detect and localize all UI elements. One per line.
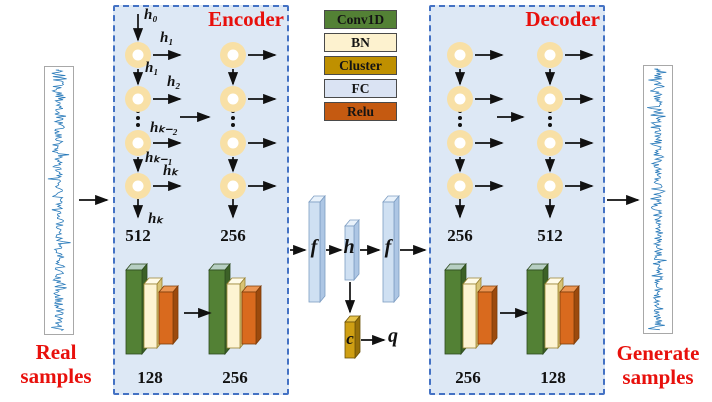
legend-item-bn: BN	[324, 33, 397, 52]
hk-1-down-label: hₖ₋₁	[145, 150, 173, 166]
neuron-node	[447, 42, 473, 68]
ellipsis-dot	[458, 116, 462, 120]
neuron-node	[220, 86, 246, 112]
legend-item-cluster: Cluster	[324, 56, 397, 75]
encoder-conv1-size: 128	[137, 368, 163, 387]
neuron-node	[220, 173, 246, 199]
fc-layer-out	[382, 194, 400, 304]
neuron-node	[220, 42, 246, 68]
latent-layer	[344, 218, 360, 282]
h1-right-label: h₁	[160, 30, 174, 46]
encoder-title: Encoder	[208, 7, 284, 31]
decoder-conv2-size: 128	[540, 368, 566, 387]
ellipsis-dot	[136, 116, 140, 120]
real-signal-waveform	[44, 66, 74, 335]
encoder-col1-size: 512	[125, 226, 151, 245]
legend: Conv1D BN Cluster FC Relu	[324, 10, 397, 125]
ellipsis-dot	[458, 123, 462, 127]
decoder-col1-size: 256	[447, 226, 473, 245]
conv-bn-relu-block	[526, 262, 580, 356]
legend-item-relu: Relu	[324, 102, 397, 121]
cluster-layer	[344, 314, 361, 360]
neuron-node	[537, 42, 563, 68]
decoder-title: Decoder	[525, 7, 600, 31]
ellipsis-dot	[136, 123, 140, 127]
neuron-node	[125, 42, 151, 68]
fc-out-label: f	[384, 236, 392, 258]
fc-in-label: f	[310, 236, 318, 258]
real-samples-line2: samples	[20, 364, 92, 388]
ellipsis-dot	[548, 123, 552, 127]
neuron-node	[447, 130, 473, 156]
legend-item-fc: FC	[324, 79, 397, 98]
neuron-node	[447, 173, 473, 199]
encoder-col2-size: 256	[220, 226, 246, 245]
neuron-node	[125, 173, 151, 199]
fc-layer-in	[308, 194, 326, 304]
generated-signal-waveform	[643, 65, 673, 334]
ellipsis-dot	[548, 116, 552, 120]
real-samples-line1: Real	[35, 340, 77, 364]
neuron-node	[537, 86, 563, 112]
ellipsis-dot	[231, 123, 235, 127]
decoder-conv1-size: 256	[455, 368, 481, 387]
conv-bn-relu-block	[444, 262, 498, 356]
legend-item-conv1d: Conv1D	[324, 10, 397, 29]
hk-right-label: hₖ	[163, 163, 178, 179]
conv-bn-relu-block	[125, 262, 179, 356]
q-output-label: q	[388, 325, 398, 347]
real-samples-caption: Real samples	[10, 340, 102, 388]
generate-samples-line2: samples	[622, 365, 694, 389]
ellipsis-dot	[231, 116, 235, 120]
neuron-node	[125, 130, 151, 156]
generate-samples-caption: Generate samples	[604, 341, 712, 389]
neuron-node	[220, 130, 246, 156]
encoder-conv2-size: 256	[222, 368, 248, 387]
generate-samples-line1: Generate	[616, 341, 700, 365]
hk-bottom-label: hₖ	[148, 211, 163, 227]
cluster-label: c	[346, 329, 354, 348]
decoder-col2-size: 512	[537, 226, 563, 245]
latent-label: h	[343, 236, 355, 258]
h0-label: h₀	[144, 7, 158, 23]
neuron-node	[125, 86, 151, 112]
h1-down-label: h₁	[145, 60, 159, 76]
conv-bn-relu-block	[208, 262, 262, 356]
h2-right-label: h₂	[167, 74, 181, 90]
neuron-node	[447, 86, 473, 112]
hk-2-right-label: hₖ₋₂	[150, 120, 178, 136]
neuron-node	[537, 130, 563, 156]
neuron-node	[537, 173, 563, 199]
